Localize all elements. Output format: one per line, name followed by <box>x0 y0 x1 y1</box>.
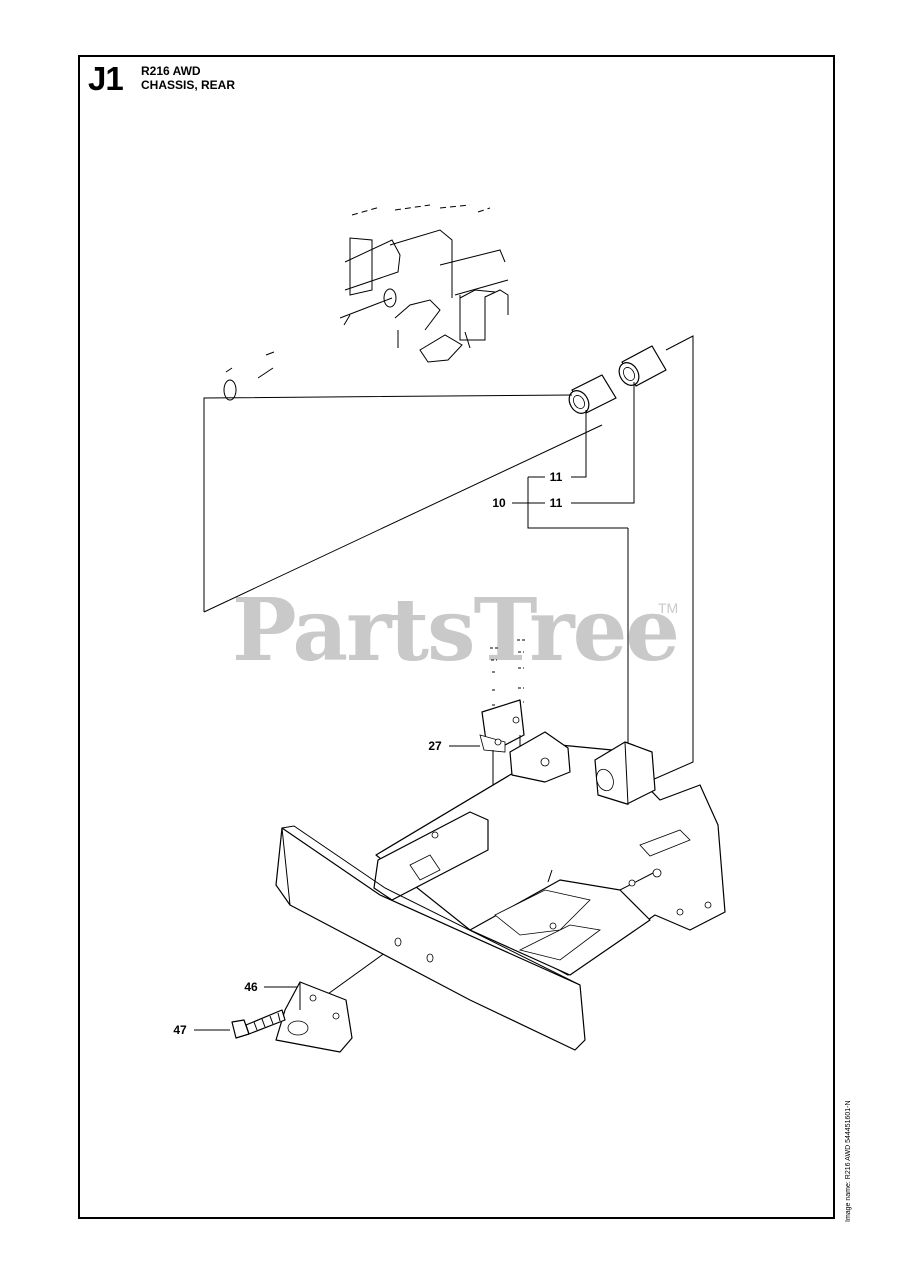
bushing-icon <box>618 345 667 387</box>
callout-label: 11 <box>550 470 563 484</box>
stud-icon <box>490 639 525 706</box>
callout-label: 11 <box>550 496 563 510</box>
bumper-icon <box>275 825 586 1051</box>
page-title: CHASSIS, REAR <box>141 78 236 92</box>
bushing-icon <box>568 374 617 414</box>
diagram-frame <box>78 55 835 1219</box>
section-code: J1 <box>88 60 124 97</box>
watermark-trademark: TM <box>658 600 679 616</box>
callout-label: 27 <box>428 739 442 753</box>
model-name: R216 AWD <box>141 64 201 78</box>
pin-ghost-icon <box>223 351 275 401</box>
hitch-plate-icon <box>275 981 353 1053</box>
rear-chassis-icon <box>373 731 726 976</box>
callout-label: 46 <box>244 980 258 994</box>
watermark: PartsTree <box>232 580 680 681</box>
front-chassis-ghost-icon <box>339 204 509 363</box>
bracket-icon <box>479 699 525 800</box>
title-block: R216 AWD CHASSIS, REAR <box>141 64 235 92</box>
callout-label: 47 <box>173 1023 187 1037</box>
callout-label: 10 <box>492 496 506 510</box>
bolt-icon <box>231 1009 286 1039</box>
